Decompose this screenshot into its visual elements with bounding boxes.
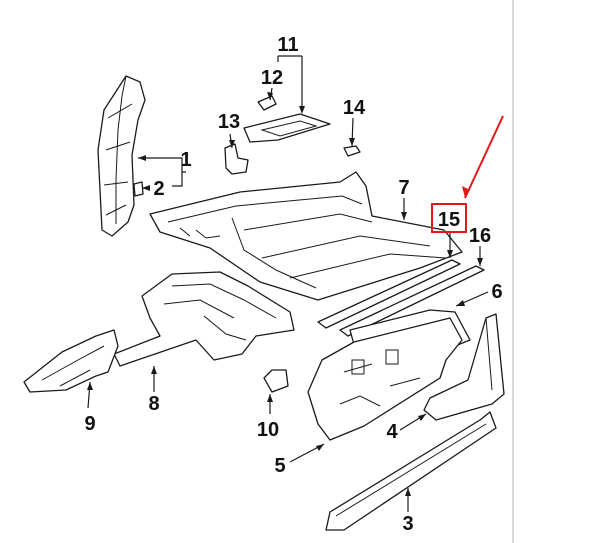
callout-12: 12 xyxy=(261,67,283,89)
callout-16: 16 xyxy=(469,225,491,247)
part-11-cover-plate xyxy=(243,113,331,143)
part-7-floor-pan xyxy=(149,171,463,301)
part-8-cross-member xyxy=(113,271,295,367)
part-2-clip xyxy=(133,181,144,197)
callout-2: 2 xyxy=(153,178,164,200)
callout-9: 9 xyxy=(84,413,95,435)
part-3-outer-rocker xyxy=(325,411,497,531)
part-9-bracket xyxy=(23,329,119,393)
highlight-arrow-head xyxy=(462,186,470,198)
callout-3: 3 xyxy=(402,513,413,535)
part-12-bracket xyxy=(257,95,277,111)
callout-10: 10 xyxy=(257,419,279,441)
part-1-pillar xyxy=(97,75,146,237)
callout-4: 4 xyxy=(386,421,398,443)
callout-11: 11 xyxy=(277,34,298,56)
part-16-sill-strip xyxy=(339,265,485,337)
callout-6: 6 xyxy=(491,281,502,303)
part-4-quarter-panel xyxy=(423,313,505,421)
part-15-sill-strip xyxy=(317,259,461,329)
part-10-bracket xyxy=(263,369,289,393)
leader-arrowheads xyxy=(87,92,483,496)
callout-8: 8 xyxy=(148,393,159,415)
callout-5: 5 xyxy=(274,455,285,477)
part-13-bracket xyxy=(224,143,249,175)
part-14-clip xyxy=(343,145,361,157)
highlight-box xyxy=(431,203,467,233)
callout-1: 1 xyxy=(180,149,191,171)
callout-15: 15 xyxy=(438,209,460,231)
callout-7: 7 xyxy=(398,177,409,199)
callout-13: 13 xyxy=(218,111,240,133)
callout-14: 14 xyxy=(343,97,366,119)
highlight-arrow-line xyxy=(464,115,504,199)
part-5-rocker-panel xyxy=(307,317,463,441)
